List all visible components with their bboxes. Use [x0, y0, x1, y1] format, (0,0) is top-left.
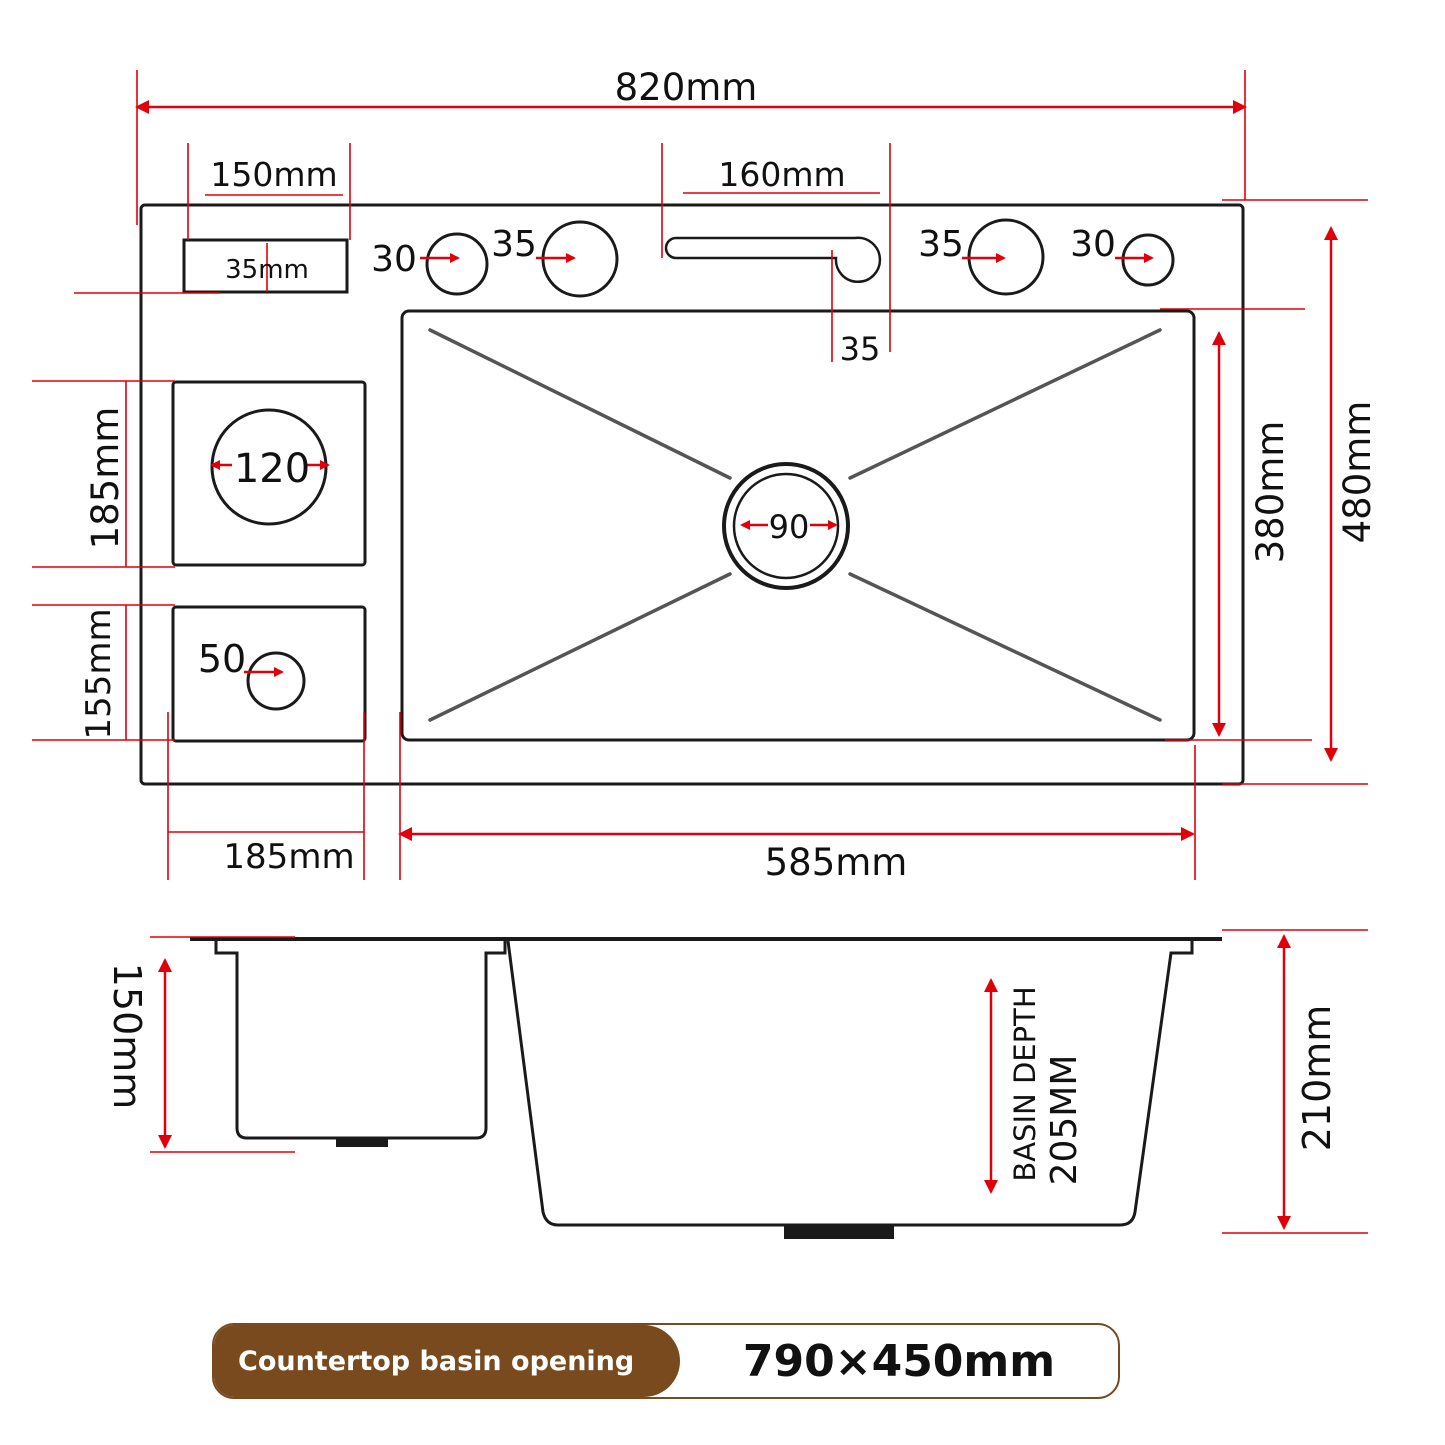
soap-slot	[182, 238, 349, 294]
side-dimension-lines	[150, 929, 1368, 1234]
basin-depth-value: 205MM	[1044, 1055, 1085, 1186]
small-bowl-height-label: 155mm	[79, 608, 119, 739]
small-bowl-drain	[246, 651, 306, 711]
faucet-slot-offset-label: 35	[840, 330, 881, 368]
top-dimension-lines	[32, 70, 1368, 880]
main-basin-profile	[506, 940, 1194, 1227]
hole-left-small	[425, 232, 489, 296]
main-drain-inner	[732, 472, 840, 580]
cup-washer-module	[171, 380, 367, 567]
soap-slot-height-label: 35mm	[225, 255, 309, 285]
faucet-slot	[664, 236, 882, 284]
countertop-opening-value: 790×450mm	[742, 1335, 1056, 1387]
sink-deck-outline	[139, 203, 1245, 786]
hole-right-small	[1121, 233, 1175, 287]
small-bowl-drain-label: 50	[198, 637, 246, 681]
drain-diameter-label: 90	[769, 508, 810, 546]
cup-washer-diameter-label: 120	[234, 446, 310, 492]
basin-creases	[428, 328, 1162, 722]
hole-left-large-label: 35	[491, 224, 537, 265]
small-bowl-depth-label: 150mm	[105, 963, 149, 1110]
main-basin-drain-stub	[784, 1225, 894, 1239]
faucet-slot-width-label: 160mm	[718, 155, 845, 194]
side-view: 150mm BASIN DEPTH 205MM 210mm	[105, 929, 1368, 1239]
main-drain-outer	[722, 462, 850, 590]
overall-depth-label: 480mm	[1336, 401, 1379, 544]
side-module-width-label: 185mm	[223, 837, 354, 877]
top-view: 820mm 150mm 35mm 30 35 160mm 35 35 30 38…	[32, 66, 1379, 884]
basin-depth-caption: BASIN DEPTH	[1008, 986, 1042, 1181]
countertop-opening-badge: Countertop basin opening 790×450mm	[212, 1323, 1120, 1399]
cup-washer-height-label: 185mm	[84, 407, 127, 550]
countertop-opening-label: Countertop basin opening	[214, 1325, 680, 1397]
small-bowl-profile	[214, 941, 507, 1140]
hole-left-small-label: 30	[371, 239, 417, 280]
small-bowl-module	[171, 605, 367, 743]
overall-width-label: 820mm	[615, 66, 758, 109]
overall-height-label: 210mm	[1295, 1005, 1339, 1152]
hole-right-large-label: 35	[918, 224, 964, 265]
soap-slot-width-label: 150mm	[210, 155, 337, 194]
basin-width-dim-label: 585mm	[765, 841, 908, 884]
basin-depth-dim-label: 380mm	[1249, 421, 1292, 564]
small-bowl-drain-stub	[336, 1138, 388, 1147]
main-basin	[400, 309, 1196, 742]
hole-right-small-label: 30	[1070, 224, 1116, 265]
